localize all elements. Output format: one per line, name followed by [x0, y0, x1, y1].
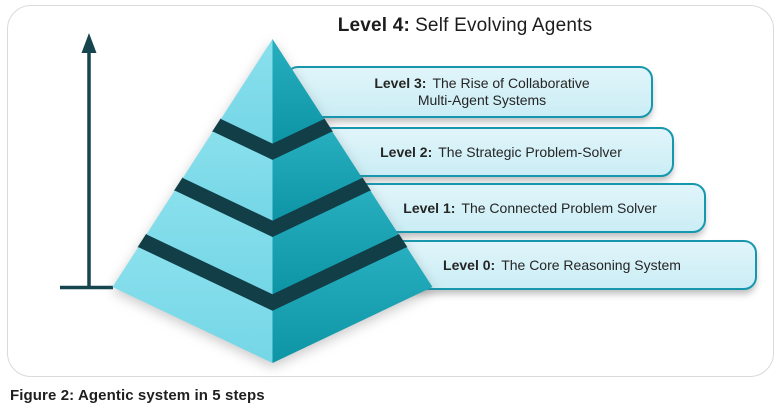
level-2-label: Level 2: — [380, 143, 433, 160]
level-0-name: The Core Reasoning System — [501, 256, 681, 273]
level-1-label-box: Level 1: The Connected Problem Solver — [350, 183, 706, 233]
level-1-label: Level 1: — [403, 199, 456, 216]
level-0-label: Level 0: — [443, 256, 496, 273]
level-3-name: The Rise of Collaborative — [432, 75, 590, 91]
apex-level-name: Self Evolving Agents — [415, 15, 593, 36]
level-2-name: The Strategic Problem-Solver — [438, 143, 622, 160]
level-3-line1: Level 3: The Rise of Collaborative — [374, 75, 589, 92]
level-1-line1: Level 1: The Connected Problem Solver — [403, 200, 656, 217]
pyramid-apex-title: Level 4:Self Evolving Agents — [230, 15, 700, 37]
level-3-label: Level 3: — [374, 75, 427, 91]
level-2-label-box: Level 2: The Strategic Problem-Solver — [320, 127, 674, 177]
apex-level-label: Level 4: — [337, 15, 411, 36]
level-3-label-box: Level 3: The Rise of Collaborative Multi-… — [285, 66, 653, 118]
level-3-line2: Multi-Agent Systems — [417, 92, 547, 108]
figure-caption: Figure 2: Agentic system in 5 steps — [10, 387, 265, 404]
level-2-line1: Level 2: The Strategic Problem-Solver — [380, 144, 622, 161]
level-0-line1: Level 0: The Core Reasoning System — [443, 257, 681, 274]
level-1-name: The Connected Problem Solver — [461, 199, 657, 216]
level-0-label-box: Level 0: The Core Reasoning System — [385, 240, 757, 290]
